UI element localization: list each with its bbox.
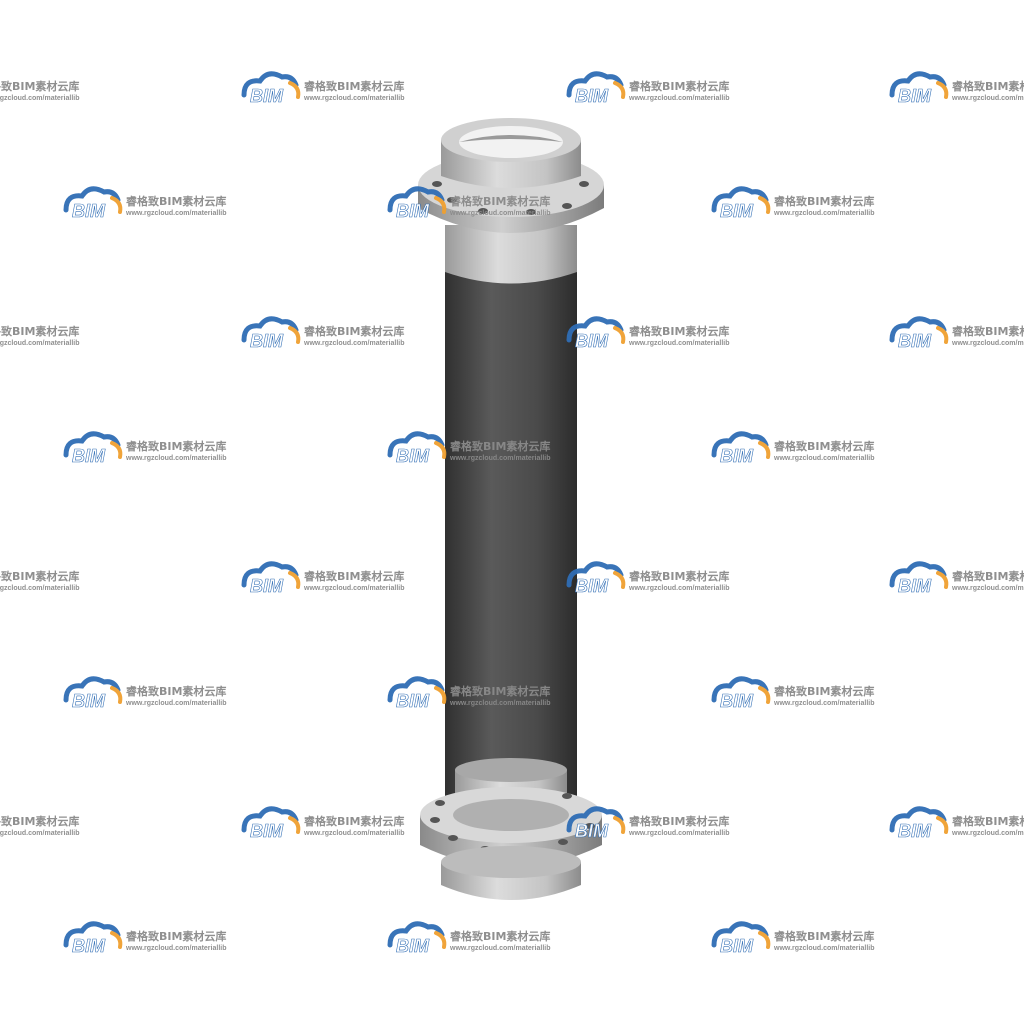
top-socket — [441, 118, 581, 188]
bolt-holes-top — [432, 181, 589, 215]
top-neck — [445, 225, 577, 284]
pipe-body — [445, 246, 577, 810]
bottom-spigot — [441, 846, 581, 900]
